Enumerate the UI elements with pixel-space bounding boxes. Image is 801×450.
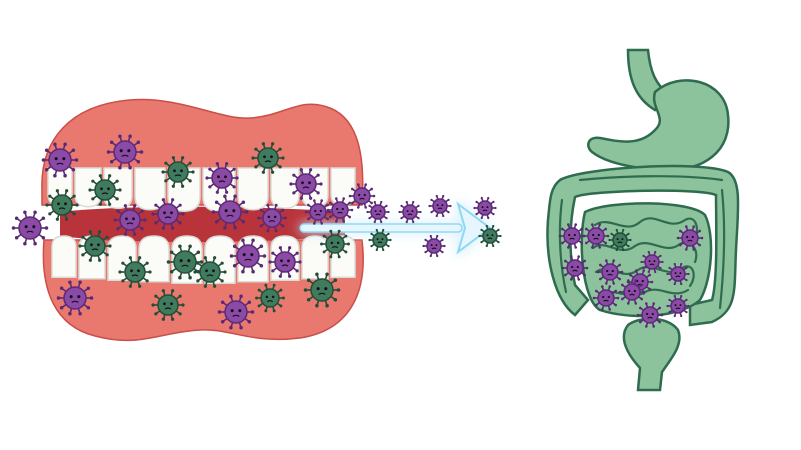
virus-face-icon: [348, 183, 376, 209]
virus-face-icon: [45, 189, 79, 221]
virus-face-icon: [398, 200, 422, 224]
lower-tooth: [138, 235, 170, 283]
bacteria-layer: [11, 134, 704, 330]
virus-face-icon: [326, 197, 354, 223]
virus-face-icon: [106, 134, 144, 170]
stomach: [587, 79, 730, 172]
virus-face-icon: [304, 199, 332, 225]
virus-face-icon: [478, 224, 502, 248]
virus-face-icon: [217, 294, 255, 330]
virus-face-icon: [255, 283, 285, 313]
virus-face-icon: [636, 302, 664, 328]
virus-face-icon: [251, 142, 285, 174]
virus-face-icon: [428, 194, 452, 218]
virus-face-icon: [193, 256, 227, 288]
upper-tooth: [134, 167, 166, 211]
upper-tooth: [237, 167, 269, 211]
virus-face-icon: [41, 142, 79, 178]
virus-face-icon: [303, 272, 341, 308]
virus-face-icon: [368, 228, 392, 252]
arrow-shaft: [299, 223, 463, 233]
virus-face-icon: [473, 196, 497, 220]
virus-face-icon: [676, 225, 704, 251]
virus-face-icon: [151, 198, 185, 230]
virus-face-icon: [257, 203, 287, 233]
digestive-tract: [546, 48, 740, 392]
virus-face-icon: [166, 244, 204, 280]
virus-face-icon: [592, 285, 620, 311]
virus-face-icon: [618, 279, 646, 305]
virus-face-icon: [151, 289, 185, 321]
virus-face-icon: [88, 174, 122, 206]
virus-face-icon: [320, 229, 350, 259]
virus-face-icon: [229, 238, 267, 274]
virus-face-icon: [205, 162, 239, 194]
virus-face-icon: [78, 230, 112, 262]
lower-tooth: [51, 235, 77, 278]
virus-face-icon: [422, 234, 446, 258]
large-intestine: [546, 164, 740, 327]
virus-face-icon: [11, 210, 49, 246]
transfer-arrow: [299, 201, 492, 255]
virus-face-icon: [56, 280, 94, 316]
virus-face-icon: [608, 228, 632, 252]
virus-face-icon: [289, 168, 323, 200]
upper-tooth: [270, 167, 300, 210]
virus-face-icon: [211, 194, 249, 230]
virus-face-icon: [161, 156, 195, 188]
virus-face-icon: [558, 223, 586, 249]
virus-face-icon: [666, 262, 690, 286]
virus-face-icon: [640, 250, 664, 274]
virus-face-icon: [118, 256, 152, 288]
lower-tooth: [301, 235, 329, 280]
virus-face-icon: [113, 204, 147, 236]
virus-face-icon: [561, 255, 589, 281]
virus-face-icon: [366, 200, 390, 224]
virus-face-icon: [666, 294, 690, 318]
arrow-right-icon: [456, 201, 492, 255]
virus-face-icon: [268, 246, 302, 278]
rectum: [622, 317, 681, 392]
virus-face-icon: [596, 259, 624, 285]
virus-face-icon: [582, 223, 610, 249]
